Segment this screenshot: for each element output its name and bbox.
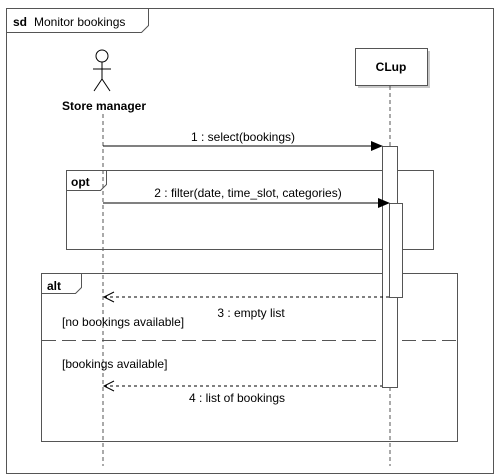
- message-4-arrowhead: [102, 380, 115, 392]
- message-3: 3 : empty list: [102, 291, 389, 320]
- opt-frame: [66, 170, 434, 250]
- message-3-label: 3 : empty list: [217, 306, 285, 320]
- object-label: CLup: [376, 60, 407, 74]
- alt-guard-no-bookings: [no bookings available]: [62, 315, 184, 329]
- diagram-frame: [6, 8, 494, 474]
- alt-tab: [41, 273, 82, 294]
- message-4: 4 : list of bookings: [102, 380, 382, 405]
- actor-left-leg: [93, 78, 103, 92]
- frame-name-tab: [6, 8, 149, 33]
- message-1: 1 : select(bookings): [103, 130, 383, 151]
- activation-bar-inner: [389, 203, 403, 298]
- opt-operator: opt: [71, 175, 90, 189]
- actor-head: [95, 49, 109, 63]
- message-2: 2 : filter(date, time_slot, categories): [103, 186, 390, 208]
- message-4-label: 4 : list of bookings: [189, 391, 285, 405]
- actor-label: Store manager: [62, 99, 146, 113]
- fragment-opt: opt: [66, 170, 434, 250]
- actor-right-leg: [101, 78, 111, 92]
- object-box: [355, 48, 428, 86]
- alt-frame: [41, 273, 458, 442]
- message-1-arrowhead: [371, 141, 383, 151]
- opt-tab: [66, 170, 107, 191]
- message-1-label: 1 : select(bookings): [191, 130, 295, 144]
- object-clup: CLup: [355, 48, 430, 88]
- actor-store-manager: Store manager: [62, 49, 146, 113]
- frame-keyword: sd: [13, 15, 27, 29]
- frame-title: Monitor bookings: [34, 15, 125, 29]
- message-3-arrowhead: [102, 291, 115, 303]
- message-2-label: 2 : filter(date, time_slot, categories): [154, 186, 341, 200]
- fragment-alt: alt [no bookings available] [bookings av…: [41, 273, 458, 442]
- alt-guard-bookings: [bookings available]: [62, 357, 167, 371]
- alt-operator: alt: [47, 279, 61, 293]
- message-2-arrowhead: [378, 198, 390, 208]
